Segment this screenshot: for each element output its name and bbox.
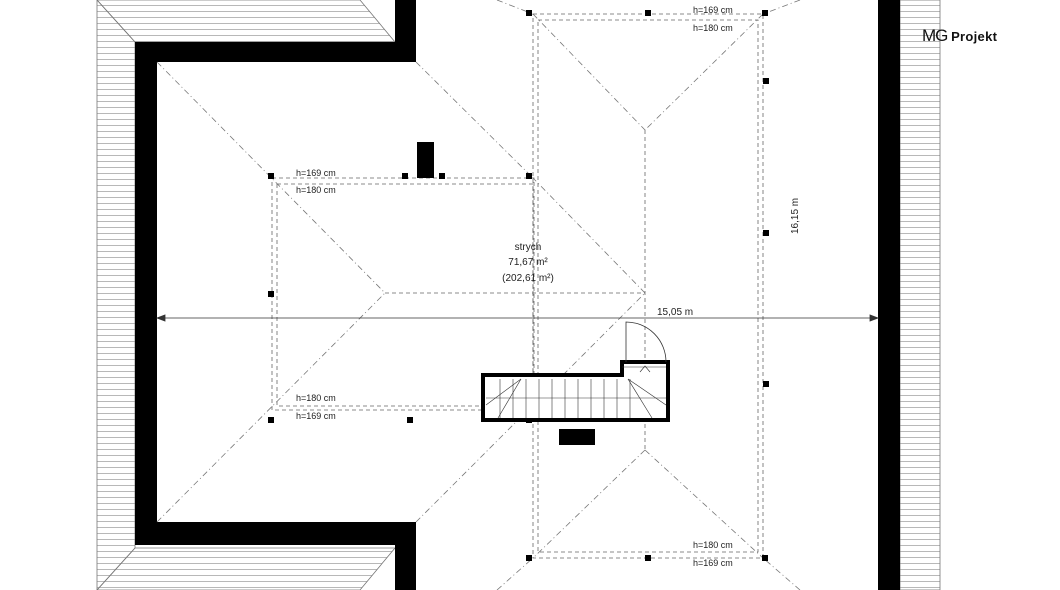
staircase[interactable] [481, 321, 670, 422]
walls [135, 0, 900, 590]
width-dimension: 15,05 m [657, 307, 693, 318]
chimney [417, 142, 434, 178]
dimension-lines [155, 314, 880, 322]
height-label: h=180 cm [693, 23, 733, 33]
roof-lines [271, 13, 764, 559]
height-label: h=180 cm [296, 185, 336, 195]
chimney-lower [559, 429, 595, 445]
height-label: h=169 cm [296, 168, 336, 178]
height-label: h=180 cm [693, 540, 733, 550]
roof-eaves [96, 0, 941, 590]
room-area-total: (202,61 m²) [502, 273, 554, 284]
hip-lines [156, 0, 801, 590]
height-label: h=169 cm [296, 411, 336, 421]
room-area: 71,67 m² [508, 257, 548, 268]
height-label: h=180 cm [296, 393, 336, 403]
post-markers [268, 10, 769, 561]
height-label: h=169 cm [693, 5, 733, 15]
length-dimension: 16,15 m [790, 198, 801, 234]
logo-name: Projekt [951, 29, 998, 44]
height-label: h=169 cm [693, 558, 733, 568]
logo-mark: MG [922, 26, 948, 45]
room-name: strych [515, 242, 542, 253]
mg-projekt-logo: MG Projekt [922, 26, 997, 46]
